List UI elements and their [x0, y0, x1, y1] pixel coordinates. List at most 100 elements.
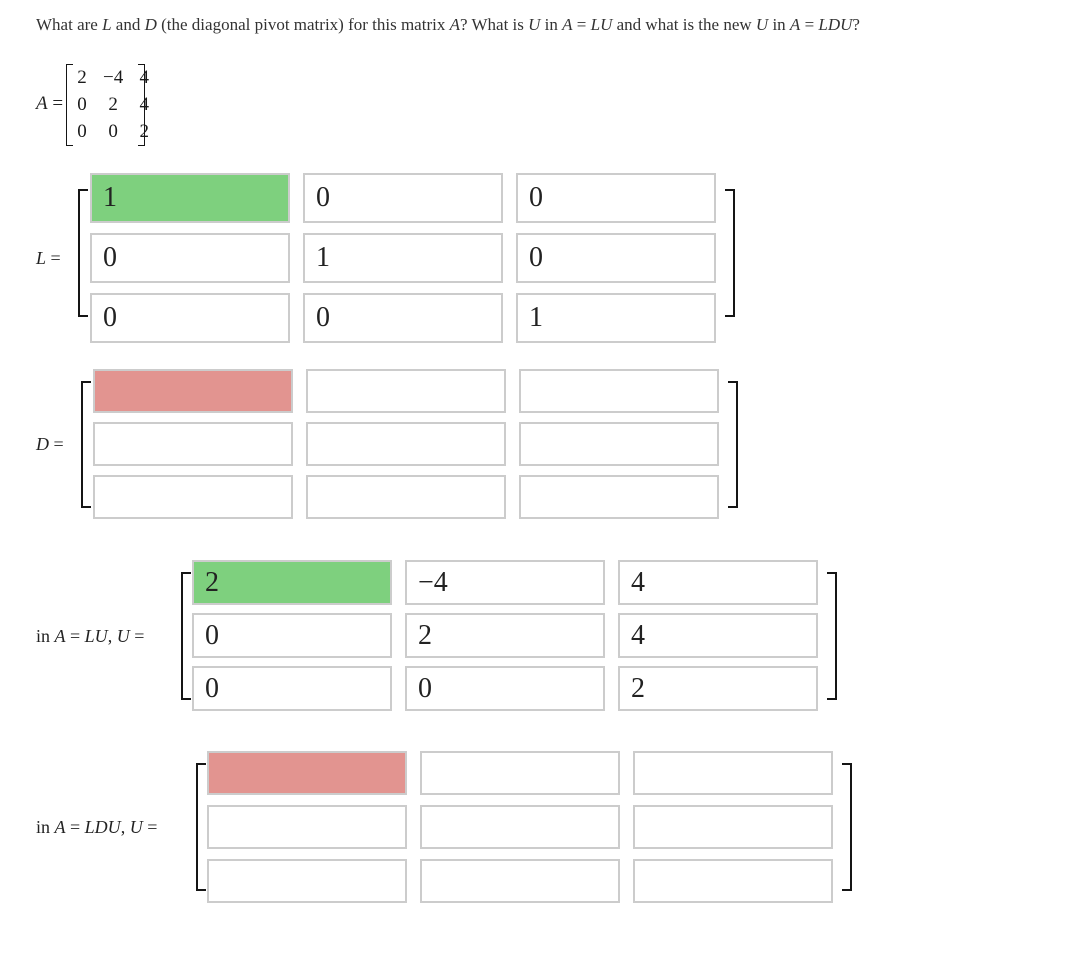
matrix-d-cell-3-2[interactable] — [306, 475, 506, 519]
text-segment: = — [800, 15, 819, 34]
text-segment: = — [47, 93, 64, 114]
matrix-l-cell-2-3[interactable]: 0 — [516, 233, 716, 283]
matrix-lu-cell-1-3[interactable]: 4 — [618, 560, 818, 605]
matrix-l-cell-1-3[interactable]: 0 — [516, 173, 716, 223]
math-variable: D — [36, 434, 49, 454]
matrix-a-left-bracket — [66, 64, 73, 146]
text-segment: , — [120, 817, 130, 837]
matrix-lu-cell-1-1[interactable]: 2 — [192, 560, 392, 605]
matrix-d-grid — [93, 369, 719, 519]
math-variable: LDU — [84, 817, 121, 837]
matrix-d-cell-2-1[interactable] — [93, 422, 293, 466]
math-variable: A — [54, 817, 66, 837]
matrix-ldu-cell-3-1[interactable] — [207, 859, 407, 903]
math-variable: A — [54, 626, 66, 646]
matrix-ldu-cell-2-1[interactable] — [207, 805, 407, 849]
math-variable: U — [528, 15, 541, 34]
matrix-l-cell-2-2[interactable]: 1 — [303, 233, 503, 283]
matrix-d-right-bracket — [728, 381, 738, 508]
matrix-l-cell-3-2[interactable]: 0 — [303, 293, 503, 343]
text-segment: and — [111, 15, 145, 34]
matrix-l-cell-3-1[interactable]: 0 — [90, 293, 290, 343]
math-variable: U — [755, 15, 769, 34]
text-segment: and what is the new — [612, 15, 756, 34]
matrix-a-cell: 0 — [77, 121, 87, 143]
matrix-ldu-label: in A = LDU, U = — [36, 816, 157, 838]
matrix-a-cell: 0 — [108, 121, 118, 143]
matrix-a-label: A = — [36, 93, 63, 115]
matrix-a-cell: 0 — [77, 93, 87, 115]
matrix-lu-cell-2-1[interactable]: 0 — [192, 613, 392, 658]
text-segment: = — [129, 626, 145, 646]
matrix-lu-cell-3-2[interactable]: 0 — [405, 666, 605, 711]
matrix-lu-grid: 2 −4 4 0 2 4 0 0 2 — [192, 560, 818, 711]
math-variable: LDU — [818, 15, 853, 34]
matrix-lu-cell-3-3[interactable]: 2 — [618, 666, 818, 711]
matrix-l-cell-2-1[interactable]: 0 — [90, 233, 290, 283]
math-variable: L — [102, 15, 112, 34]
text-segment: in — [36, 626, 55, 646]
matrix-l-grid: 1 0 0 0 1 0 0 0 1 — [90, 173, 716, 343]
text-segment: = — [572, 15, 591, 34]
math-variable: A — [562, 15, 573, 34]
math-variable: L — [36, 248, 47, 268]
math-variable: U — [116, 626, 130, 646]
matrix-a-cell: 2 — [108, 93, 118, 115]
matrix-l-left-bracket — [78, 189, 88, 317]
text-segment: = — [142, 817, 158, 837]
matrix-d-cell-1-1[interactable] — [93, 369, 293, 413]
matrix-lu-right-bracket — [827, 572, 837, 700]
matrix-d-cell-3-1[interactable] — [93, 475, 293, 519]
matrix-d-cell-1-3[interactable] — [519, 369, 719, 413]
matrix-d-cell-1-2[interactable] — [306, 369, 506, 413]
matrix-lu-cell-3-1[interactable]: 0 — [192, 666, 392, 711]
text-segment: , — [107, 626, 117, 646]
matrix-ldu-cell-1-1[interactable] — [207, 751, 407, 795]
matrix-ldu-left-bracket — [196, 763, 206, 891]
math-variable: A — [36, 93, 48, 114]
matrix-a-right-bracket — [138, 64, 145, 146]
matrix-l-cell-1-1[interactable]: 1 — [90, 173, 290, 223]
matrix-d-cell-2-2[interactable] — [306, 422, 506, 466]
matrix-ldu-right-bracket — [842, 763, 852, 891]
matrix-l-cell-1-2[interactable]: 0 — [303, 173, 503, 223]
text-segment: = — [49, 434, 64, 454]
math-variable: D — [144, 15, 157, 34]
text-segment: in — [540, 15, 563, 34]
matrix-lu-cell-2-2[interactable]: 2 — [405, 613, 605, 658]
math-variable: U — [129, 817, 143, 837]
matrix-lu-cell-2-3[interactable]: 4 — [618, 613, 818, 658]
matrix-ldu-cell-3-3[interactable] — [633, 859, 833, 903]
question-title: What are L and D (the diagonal pivot mat… — [36, 14, 860, 36]
matrix-lu-label: in A = LU, U = — [36, 625, 144, 647]
text-segment: ? What is — [459, 15, 529, 34]
matrix-l-label: L = — [36, 247, 61, 269]
matrix-l-right-bracket — [725, 189, 735, 317]
text-segment: = — [65, 626, 85, 646]
matrix-d-cell-3-3[interactable] — [519, 475, 719, 519]
text-segment: in — [768, 15, 790, 34]
matrix-ldu-cell-2-2[interactable] — [420, 805, 620, 849]
math-variable: LU — [84, 626, 108, 646]
matrix-ldu-cell-3-2[interactable] — [420, 859, 620, 903]
math-variable: A — [789, 15, 801, 34]
matrix-a-cell: 2 — [77, 66, 87, 88]
matrix-ldu-cell-1-2[interactable] — [420, 751, 620, 795]
matrix-d-cell-2-3[interactable] — [519, 422, 719, 466]
matrix-a-cell: −4 — [103, 66, 124, 88]
matrix-l-cell-3-3[interactable]: 1 — [516, 293, 716, 343]
text-segment: = — [65, 817, 85, 837]
text-segment: (the diagonal pivot matrix) for this mat… — [156, 15, 450, 34]
matrix-d-left-bracket — [81, 381, 91, 508]
matrix-ldu-cell-2-3[interactable] — [633, 805, 833, 849]
text-segment: ? — [852, 15, 860, 34]
matrix-ldu-grid — [207, 751, 833, 903]
math-variable: A — [449, 15, 460, 34]
text-segment: = — [46, 248, 61, 268]
matrix-ldu-cell-1-3[interactable] — [633, 751, 833, 795]
matrix-lu-cell-1-2[interactable]: −4 — [405, 560, 605, 605]
text-segment: What are — [36, 15, 103, 34]
matrix-lu-left-bracket — [181, 572, 191, 700]
text-segment: in — [36, 817, 55, 837]
